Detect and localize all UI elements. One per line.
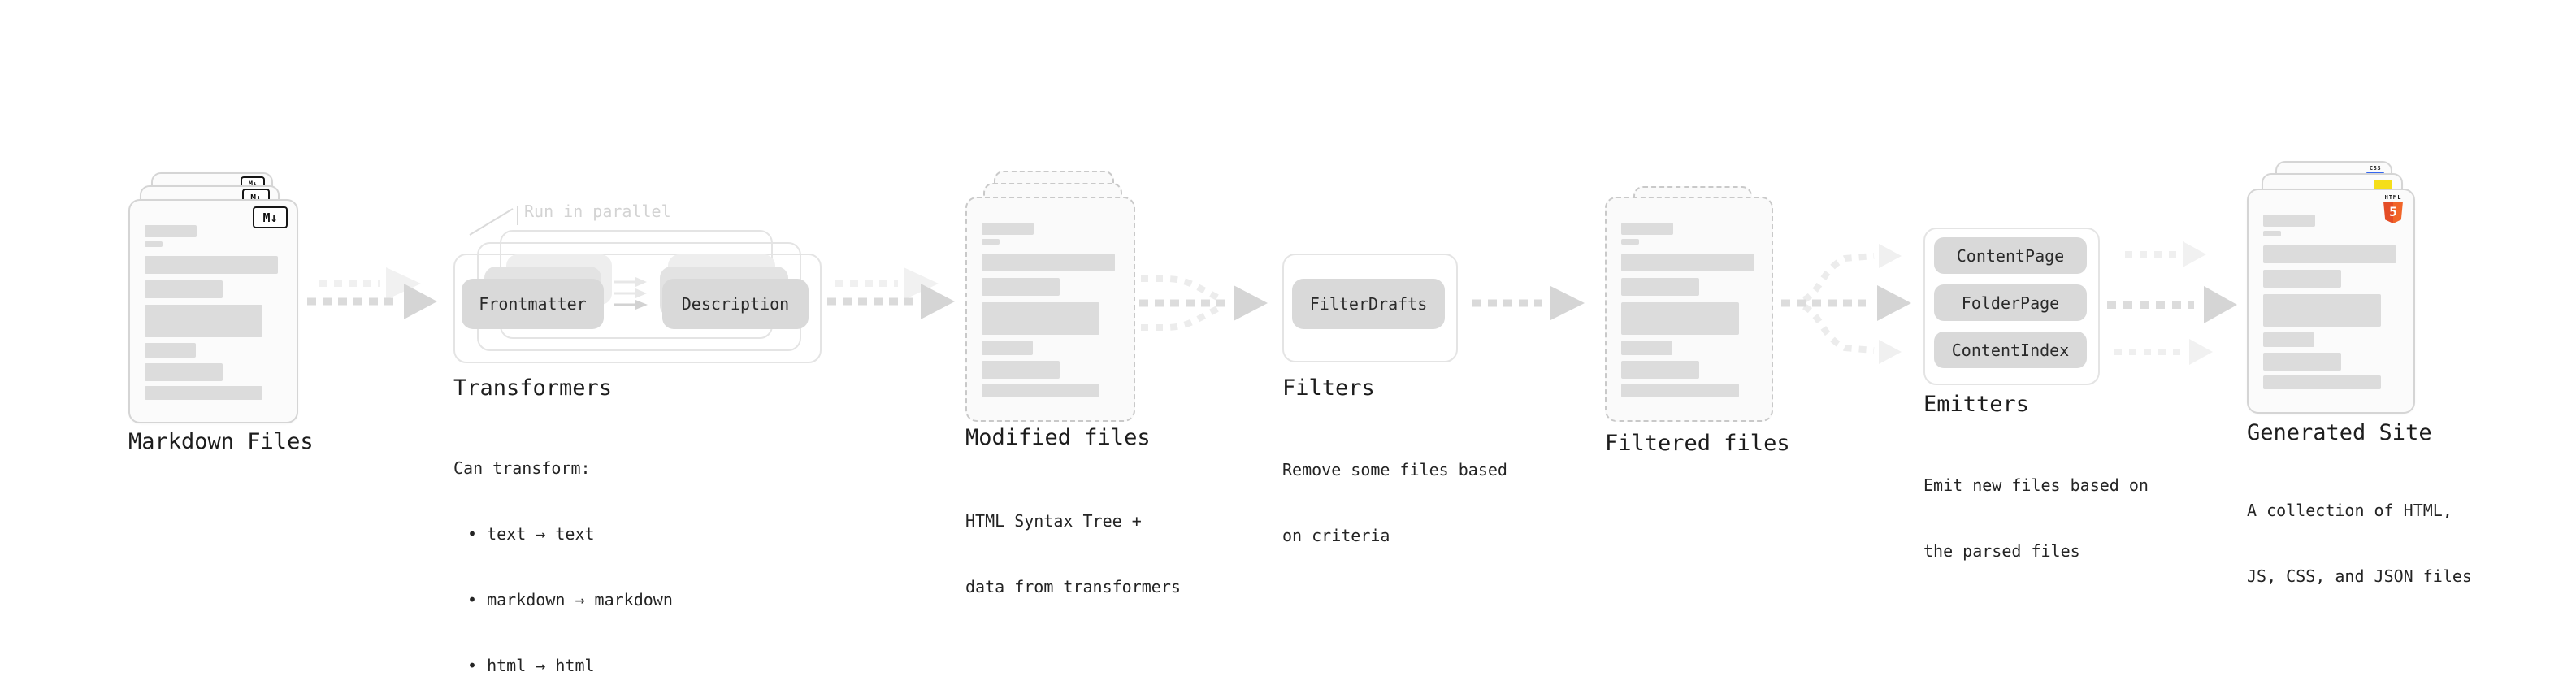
text-placeholder-bar (1621, 278, 1699, 296)
markdown-icon: M↓ (253, 206, 288, 228)
frontmatter-pill: Frontmatter (462, 279, 604, 329)
text-placeholder-bar (145, 225, 197, 237)
caption-line: A collection of HTML, (2247, 501, 2452, 520)
arrow-markdown-to-transformers (307, 267, 437, 319)
text-placeholder-bar (145, 363, 223, 381)
text-placeholder-bar (2263, 294, 2381, 327)
text-placeholder-bar (1621, 384, 1739, 397)
text-placeholder-bar (982, 278, 1060, 296)
text-placeholder-bar (145, 386, 262, 400)
filtered-files-title: Filtered files (1605, 431, 1790, 456)
text-placeholder-bar (982, 223, 1034, 235)
css-icon-label: CSS (2369, 165, 2382, 171)
transformers-title: Transformers (453, 375, 613, 401)
arrow-filtered-to-emitters-fanout (1781, 244, 1911, 364)
text-placeholder-bar (145, 343, 196, 358)
text-placeholder-bar (145, 241, 163, 247)
caption-line: • html → html (467, 656, 595, 675)
transformer-frame-front (453, 254, 822, 363)
text-placeholder-bar (1621, 361, 1699, 379)
javascript-icon (2374, 180, 2392, 189)
modified-file-card-front (965, 197, 1135, 422)
caption-line: HTML Syntax Tree + (965, 511, 1142, 531)
caption-line: JS, CSS, and JSON files (2247, 566, 2472, 586)
text-placeholder-bar (1621, 239, 1639, 245)
text-placeholder-bar (2263, 332, 2314, 347)
modified-files-title: Modified files (965, 425, 1151, 450)
markdown-file-card-front: M↓ (128, 199, 298, 423)
text-placeholder-bar (1621, 340, 1672, 355)
transformers-caption: Can transform: • text → text • markdown … (453, 414, 673, 681)
generated-site-caption: A collection of HTML, JS, CSS, and JSON … (2247, 456, 2472, 631)
text-placeholder-bar (2263, 270, 2341, 288)
text-placeholder-bar (982, 384, 1099, 397)
text-placeholder-bar (145, 280, 223, 298)
arrow-emitters-to-generated (2107, 241, 2237, 365)
arrow-modified-to-filters-fanin (1139, 275, 1268, 331)
text-placeholder-bar (2263, 231, 2281, 236)
text-placeholder-bar (2263, 215, 2315, 227)
text-placeholder-bar (982, 361, 1060, 379)
caption-line: • markdown → markdown (467, 590, 673, 609)
html5-icon: HTML 5 (2382, 194, 2405, 223)
filterdrafts-pill: FilterDrafts (1292, 279, 1445, 329)
generated-site-card-front: HTML 5 (2247, 189, 2415, 414)
modified-files-caption: HTML Syntax Tree + data from transformer… (965, 466, 1181, 642)
folderpage-pill: FolderPage (1934, 284, 2087, 321)
run-in-parallel-note: Run in parallel (524, 202, 671, 221)
emitters-title: Emitters (1923, 392, 2030, 417)
text-placeholder-bar (982, 239, 1000, 245)
text-placeholder-bar (982, 302, 1099, 335)
caption-line: data from transformers (965, 577, 1181, 596)
caption-line: Can transform: (453, 458, 591, 478)
caption-line: the parsed files (1923, 541, 2080, 561)
text-placeholder-bar (1621, 223, 1673, 235)
text-placeholder-bar (982, 340, 1033, 355)
description-pill: Description (662, 279, 809, 329)
text-placeholder-bar (145, 256, 278, 274)
contentindex-pill: ContentIndex (1934, 332, 2087, 368)
arrow-transformers-to-modified (827, 267, 955, 319)
text-placeholder-bar (2263, 353, 2341, 371)
text-placeholder-bar (2263, 245, 2396, 263)
generated-site-title: Generated Site (2247, 420, 2432, 445)
caption-line: Emit new files based on (1923, 475, 2149, 495)
caption-line: Remove some files based (1282, 460, 1507, 479)
filters-caption: Remove some files based on criteria (1282, 415, 1507, 591)
text-placeholder-bar (982, 254, 1115, 271)
arrow-filters-to-filtered (1472, 286, 1585, 320)
html5-icon-label: HTML (2384, 194, 2402, 201)
text-placeholder-bar (145, 305, 262, 337)
text-placeholder-bar (1621, 302, 1739, 335)
filters-title: Filters (1282, 375, 1375, 401)
html5-icon-shield: 5 (2383, 202, 2403, 223)
contentpage-pill: ContentPage (1934, 237, 2087, 274)
markdown-files-title: Markdown Files (128, 429, 314, 454)
caption-line: • text → text (467, 524, 595, 544)
filtered-file-card-front (1605, 197, 1773, 422)
emitters-caption: Emit new files based on the parsed files (1923, 431, 2149, 606)
caption-line: on criteria (1282, 526, 1390, 545)
text-placeholder-bar (1621, 254, 1754, 271)
text-placeholder-bar (2263, 375, 2381, 389)
